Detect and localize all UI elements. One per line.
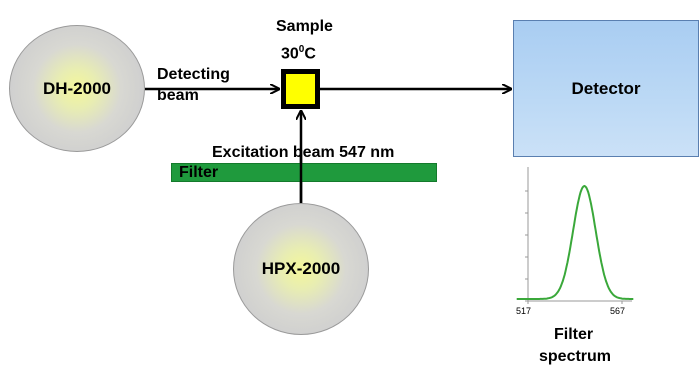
hpx-2000-label: HPX-2000 [261,259,341,278]
spectrum-curve [516,184,634,300]
sample-cuvette [281,69,320,109]
detecting-beam-label-line1: Detecting [157,66,230,83]
spectrum-title-line1: Filter [554,326,594,343]
dh-2000-lamp: DH-2000 [9,25,145,152]
dh-2000-label: DH-2000 [42,78,112,98]
hpx-2000-lamp: HPX-2000 [233,203,369,335]
detector-box: Detector [513,20,699,157]
detector-label: Detector [571,78,641,98]
spectrum-x-tick-567: 567 [610,306,625,316]
detecting-beam-label-line2: beam [157,87,199,104]
filter-label: Filter [179,164,219,181]
spectrum-title-line2: spectrum [539,348,612,365]
spectrum-x-tick-517: 517 [516,306,531,316]
temperature-label: 300C [281,44,316,63]
sample-label: Sample [276,18,333,35]
filter-bar: Filter [171,163,437,182]
excitation-beam-label: Excitation beam 547 nm [212,144,395,161]
